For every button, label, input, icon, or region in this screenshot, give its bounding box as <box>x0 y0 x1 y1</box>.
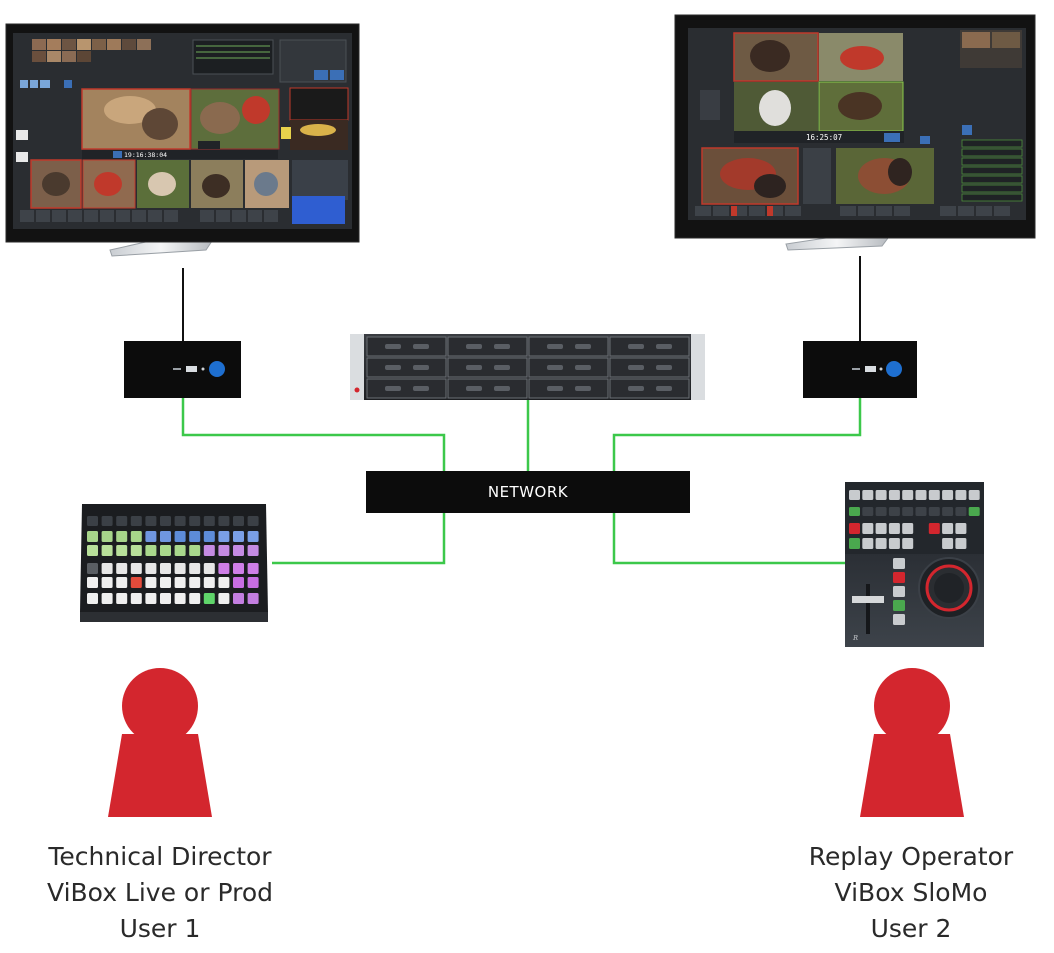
replay-controller-icon: ʀ <box>845 482 984 647</box>
link-right-pc <box>612 398 862 471</box>
user-1-caption: Technical Director ViBox Live or Prod Us… <box>0 839 320 947</box>
person-icon <box>860 668 964 817</box>
user-1-label: User 1 <box>119 914 201 943</box>
computer-unit-icon <box>124 341 241 398</box>
person-icon <box>108 668 212 817</box>
user-2-caption: Replay Operator ViBox SloMo User 2 <box>751 839 1054 947</box>
monitor-icon: 19:16:38:04 <box>5 23 360 257</box>
right-monitor-timecode: 16:25:07 <box>806 133 842 142</box>
monitor-icon: 16:25:07 <box>674 14 1036 251</box>
user-2-label: User 2 <box>870 914 952 943</box>
network-label: NETWORK <box>487 483 569 501</box>
network-box: NETWORK <box>366 471 690 513</box>
link-button-panel <box>272 513 446 565</box>
link-replay-controller <box>612 513 845 565</box>
user-1-role: Technical Director <box>48 842 272 871</box>
network-links <box>181 398 862 565</box>
left-monitor-timecode: 19:16:38:04 <box>124 151 167 159</box>
svg-text:ʀ: ʀ <box>852 633 858 643</box>
link-left-pc <box>181 398 446 471</box>
button-panel-icon <box>80 504 268 622</box>
computer-unit-icon <box>803 341 917 398</box>
storage-server-icon <box>350 334 705 400</box>
user-2-role: Replay Operator <box>808 842 1014 871</box>
user-2-product: ViBox SloMo <box>834 878 988 907</box>
user-1-product: ViBox Live or Prod <box>47 878 273 907</box>
